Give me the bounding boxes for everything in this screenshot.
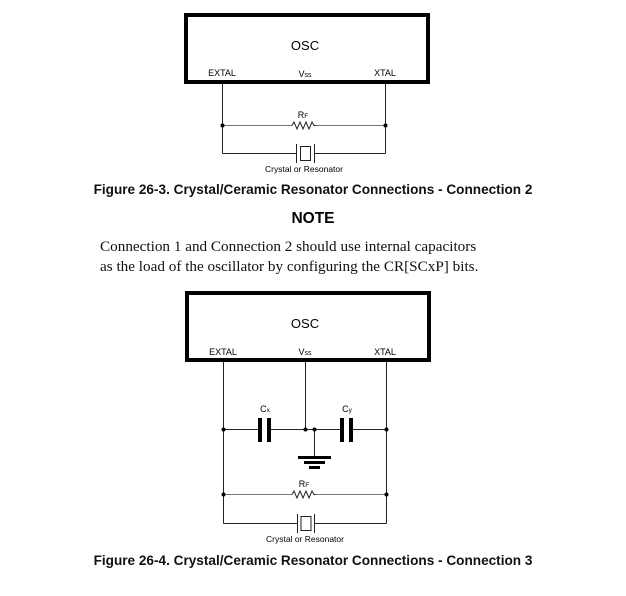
- pin-vss-label: Vss: [298, 347, 312, 357]
- capacitor-cy: [340, 418, 353, 442]
- wires: [222, 84, 386, 154]
- crystal-resonator: [296, 144, 315, 163]
- pin-extal-label: EXTAL: [209, 347, 237, 357]
- note-body: Connection 1 and Connection 2 should use…: [100, 237, 478, 277]
- note-line: as the load of the oscillator by configu…: [100, 258, 479, 275]
- resistor-rf: [291, 120, 316, 131]
- ground-icon: [298, 456, 331, 469]
- figure-caption: Figure 26-4. Crystal/Ceramic Resonator C…: [93, 553, 533, 568]
- wires: [223, 362, 387, 524]
- junction-dot: [221, 492, 226, 497]
- crystal-label: Crystal or Resonator: [265, 164, 343, 174]
- osc-block: [184, 13, 430, 84]
- capacitor-cx-label: Cx: [260, 404, 271, 414]
- figure-caption: Figure 26-3. Crystal/Ceramic Resonator C…: [93, 182, 533, 197]
- junction-dot: [383, 123, 388, 128]
- junction-dot: [384, 492, 389, 497]
- pin-vss-label: Vss: [298, 69, 312, 79]
- pin-extal-label: EXTAL: [208, 68, 236, 78]
- junction-dot: [220, 123, 225, 128]
- junction-dot: [303, 427, 308, 432]
- crystal-label: Crystal or Resonator: [266, 534, 344, 544]
- junction-dot: [384, 427, 389, 432]
- osc-block: [185, 291, 431, 362]
- crystal-resonator: [297, 514, 315, 533]
- note-line: Connection 1 and Connection 2 should use…: [100, 238, 477, 255]
- resistor-rf-label: RF: [298, 110, 309, 120]
- resistor-rf-label: RF: [299, 479, 310, 489]
- note-title: NOTE: [291, 210, 335, 227]
- capacitor-cx: [258, 418, 271, 442]
- resistor-rf: [291, 489, 316, 500]
- osc-label: OSC: [291, 38, 319, 53]
- osc-label: OSC: [291, 316, 319, 331]
- junction-dot: [221, 427, 226, 432]
- capacitor-cy-label: Cy: [342, 404, 353, 414]
- pin-xtal-label: XTAL: [374, 347, 396, 357]
- junction-dot: [312, 427, 317, 432]
- pin-xtal-label: XTAL: [374, 68, 396, 78]
